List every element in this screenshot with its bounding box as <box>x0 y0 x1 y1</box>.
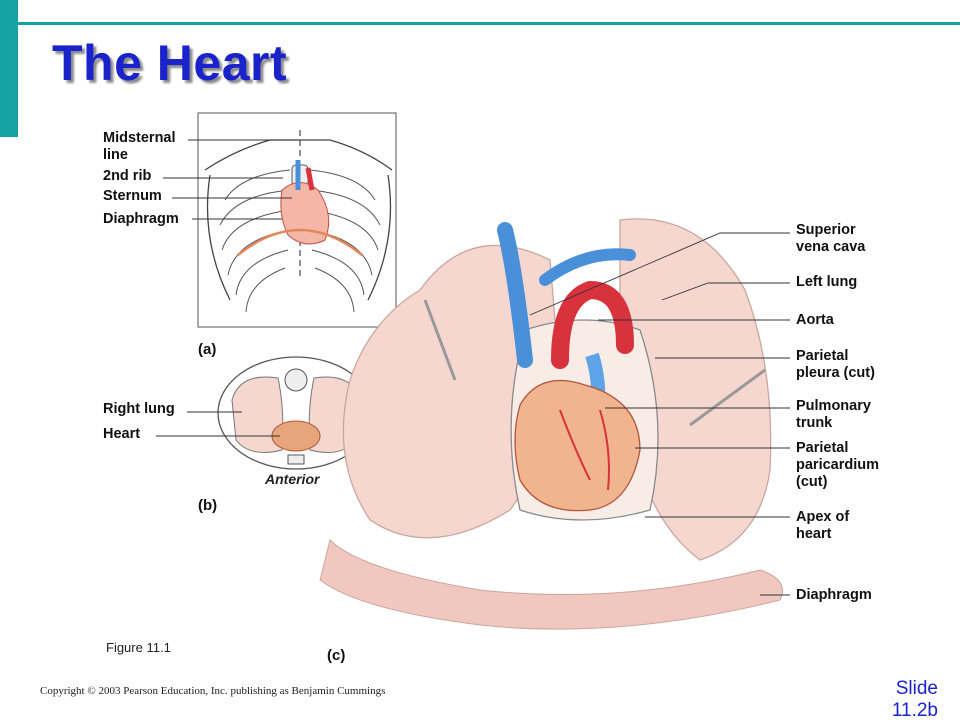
label-diaphragm-a: Diaphragm <box>103 211 179 227</box>
main-heart-illustration <box>319 218 783 630</box>
label-pulmonary-trunk: Pulmonary trunk <box>796 398 871 431</box>
label-parietal-pleura: Parietal pleura (cut) <box>796 348 875 381</box>
label-parietal-pericardium: Parietal paricardium (cut) <box>796 440 879 490</box>
label-anterior: Anterior <box>265 471 320 487</box>
panel-a-label: (a) <box>198 341 217 358</box>
figure-caption: Figure 11.1 <box>106 640 171 655</box>
label-left-lung: Left lung <box>796 274 858 290</box>
label-apex-of-heart: Apex of heart <box>796 509 850 542</box>
label-diaphragm-c: Diaphragm <box>796 587 872 603</box>
slide-title: The Heart <box>52 35 288 91</box>
slide-number-text: Slide 11.2b <box>891 678 938 721</box>
label-aorta: Aorta <box>796 312 834 328</box>
panel-b-label: (b) <box>198 497 218 514</box>
accent-line <box>18 22 960 25</box>
label-sternum: Sternum <box>103 188 162 204</box>
label-superior-vena-cava: Superior vena cava <box>796 222 866 255</box>
label-heart: Heart <box>103 426 141 442</box>
label-2nd-rib: 2nd rib <box>103 168 152 184</box>
panel-c-label: (c) <box>327 647 346 664</box>
label-midsternal-line: Midsternal line <box>103 130 176 163</box>
copyright-text: Copyright © 2003 Pearson Education, Inc.… <box>40 685 386 697</box>
label-right-lung: Right lung <box>103 401 175 417</box>
thorax-illustration <box>197 112 397 328</box>
leader-lines <box>156 139 790 596</box>
slide-number: Slide 11.2b <box>868 678 938 722</box>
accent-bar <box>0 0 18 137</box>
